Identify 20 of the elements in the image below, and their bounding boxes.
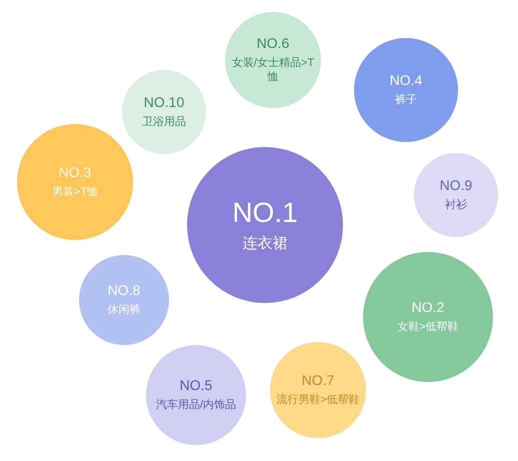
- rank-label: NO.9: [440, 177, 472, 194]
- rank-label: NO.7: [302, 372, 334, 390]
- rank-label: NO.10: [144, 94, 184, 112]
- rank-label: NO.1: [232, 196, 298, 230]
- category-label: 流行男鞋>低帮鞋: [276, 393, 360, 408]
- category-label: 女鞋>低帮鞋: [397, 320, 459, 335]
- category-label: 女装/女士精品>T恤: [230, 56, 316, 85]
- category-label: 卫浴用品: [142, 115, 186, 130]
- category-label: 衬衫: [445, 198, 467, 213]
- rank-label: NO.5: [180, 377, 212, 394]
- category-label: 裤子: [395, 93, 417, 108]
- rank-label: NO.3: [58, 164, 92, 182]
- category-label: 休闲裤: [108, 303, 140, 318]
- category-label: 汽车用品/内饰品: [156, 398, 236, 413]
- rank-label: NO.8: [108, 282, 140, 300]
- category-label: 连衣裙: [242, 234, 288, 254]
- rank-label: NO.4: [390, 72, 422, 90]
- rank-label: NO.6: [256, 35, 290, 52]
- rank-label: NO.2: [412, 299, 444, 316]
- category-label: 男装>T恤: [52, 185, 98, 200]
